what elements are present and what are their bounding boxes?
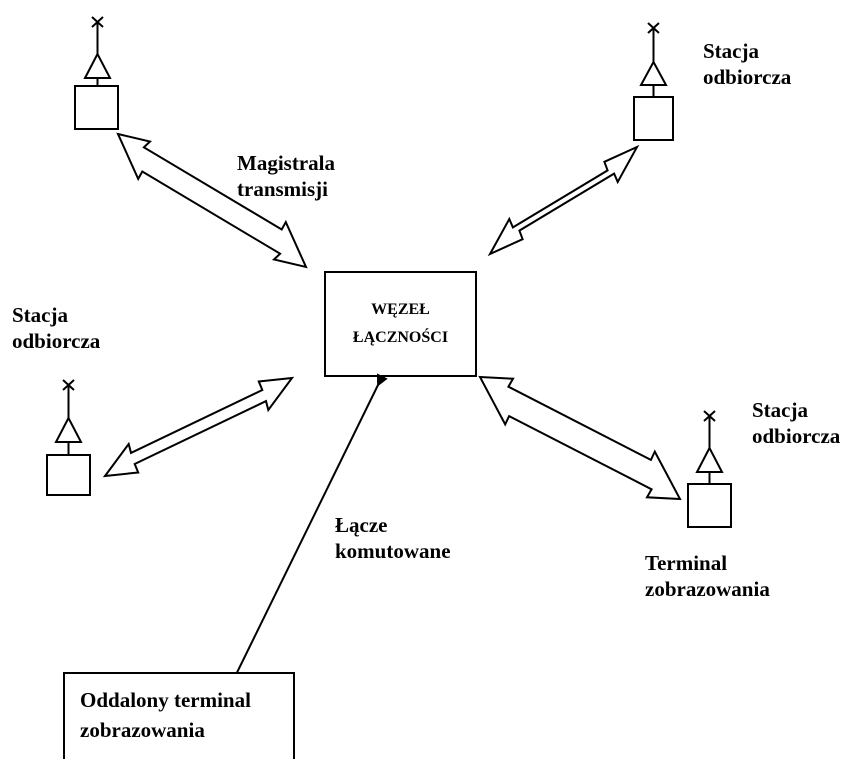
display-terminal-label: Terminal zobrazowania <box>645 550 770 602</box>
communication-node-box <box>324 271 477 377</box>
remote-line2: zobrazowania <box>80 718 205 742</box>
station-left <box>46 379 91 496</box>
bus-label-line1: Magistrala <box>237 151 335 175</box>
station-label-line2: odbiorcza <box>703 65 792 89</box>
bus-arrow-top-right <box>487 144 640 257</box>
station-top-right-label: Stacja odbiorcza <box>703 38 791 90</box>
antenna-icon <box>695 410 724 484</box>
bus-arrow-top-left <box>116 132 308 269</box>
terminal-label-line2: zobrazowania <box>645 577 770 601</box>
transmission-bus-label: Magistrala transmisji <box>237 150 335 202</box>
station-box <box>633 96 674 141</box>
station-right <box>687 410 732 528</box>
terminal-label-line1: Terminal <box>645 551 728 575</box>
switched-label-line1: Łącze <box>335 513 388 537</box>
station-top-left <box>74 16 119 130</box>
station-left-label: Stacja odbiorcza <box>12 302 100 354</box>
station-box <box>687 483 732 528</box>
bus-label-line2: transmisji <box>237 177 328 201</box>
switched-link-label: Łącze komutowane <box>335 512 451 564</box>
switched-link-arrow <box>225 373 388 697</box>
antenna-icon <box>639 22 668 97</box>
bus-arrow-left <box>102 376 295 478</box>
station-label-line2: odbiorcza <box>12 329 101 353</box>
hub-line1: WĘZEŁ <box>371 301 430 318</box>
hub-line2: ŁĄCZNOŚCI <box>352 329 449 346</box>
remote-line1: Oddalony terminal <box>80 688 251 712</box>
station-right-label: Stacja odbiorcza <box>752 397 840 449</box>
station-label-line1: Stacja <box>752 398 808 422</box>
remote-terminal-label: Oddalony terminal zobrazowania <box>80 685 300 745</box>
antenna-icon <box>54 379 83 455</box>
remote-terminal-box <box>63 672 295 759</box>
station-label-line1: Stacja <box>703 39 759 63</box>
station-top-right <box>633 22 674 141</box>
switched-label-line2: komutowane <box>335 539 451 563</box>
communication-node-label: WĘZEŁ ŁĄCZNOŚCI <box>325 272 476 376</box>
station-label-line2: odbiorcza <box>752 424 841 448</box>
station-label-line1: Stacja <box>12 303 68 327</box>
antenna-icon <box>83 16 112 86</box>
station-box <box>74 85 119 130</box>
station-box <box>46 454 91 496</box>
bus-arrow-right <box>478 375 682 501</box>
